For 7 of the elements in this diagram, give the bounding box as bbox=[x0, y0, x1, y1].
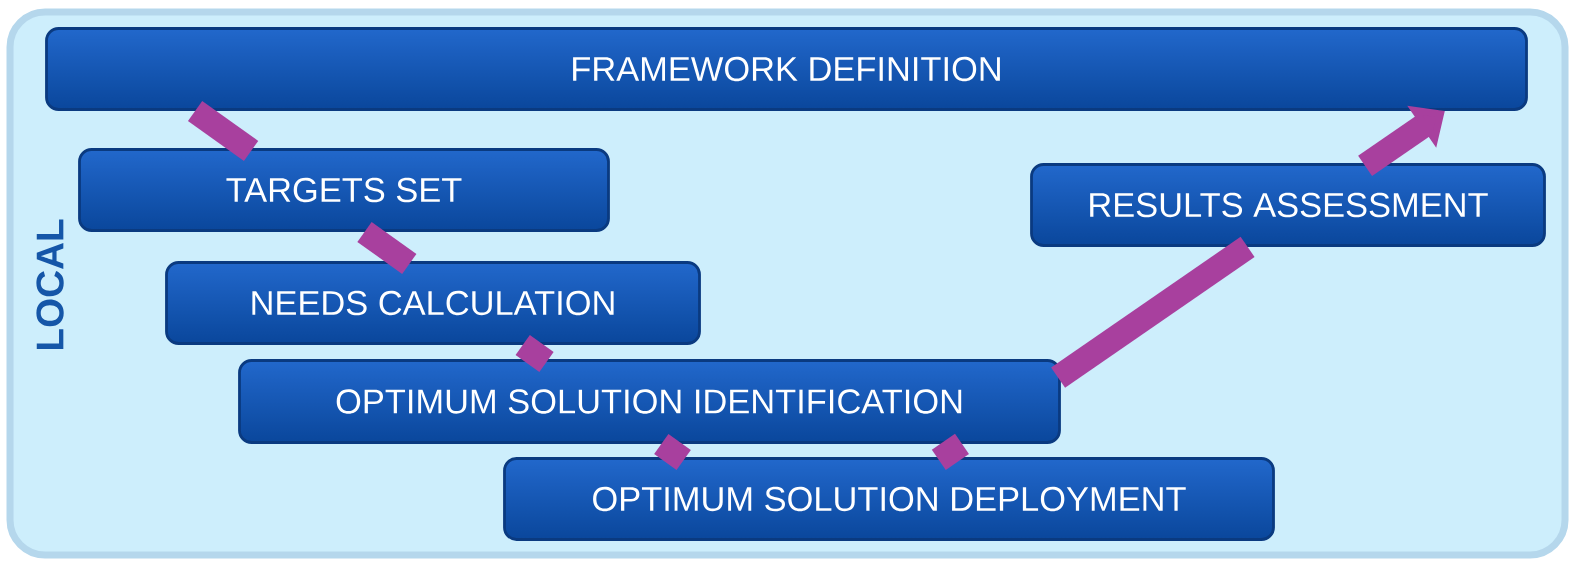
step-box: FRAMEWORK DEFINITION bbox=[45, 27, 1528, 111]
step-box: RESULTS ASSESSMENT bbox=[1030, 163, 1546, 247]
step-box: OPTIMUM SOLUTION IDENTIFICATION bbox=[238, 359, 1061, 444]
step-box: NEEDS CALCULATION bbox=[165, 261, 701, 345]
panel-heading: LOCAL bbox=[36, 219, 64, 349]
step-box: TARGETS SET bbox=[78, 148, 610, 232]
step-box: OPTIMUM SOLUTION DEPLOYMENT bbox=[503, 457, 1275, 541]
